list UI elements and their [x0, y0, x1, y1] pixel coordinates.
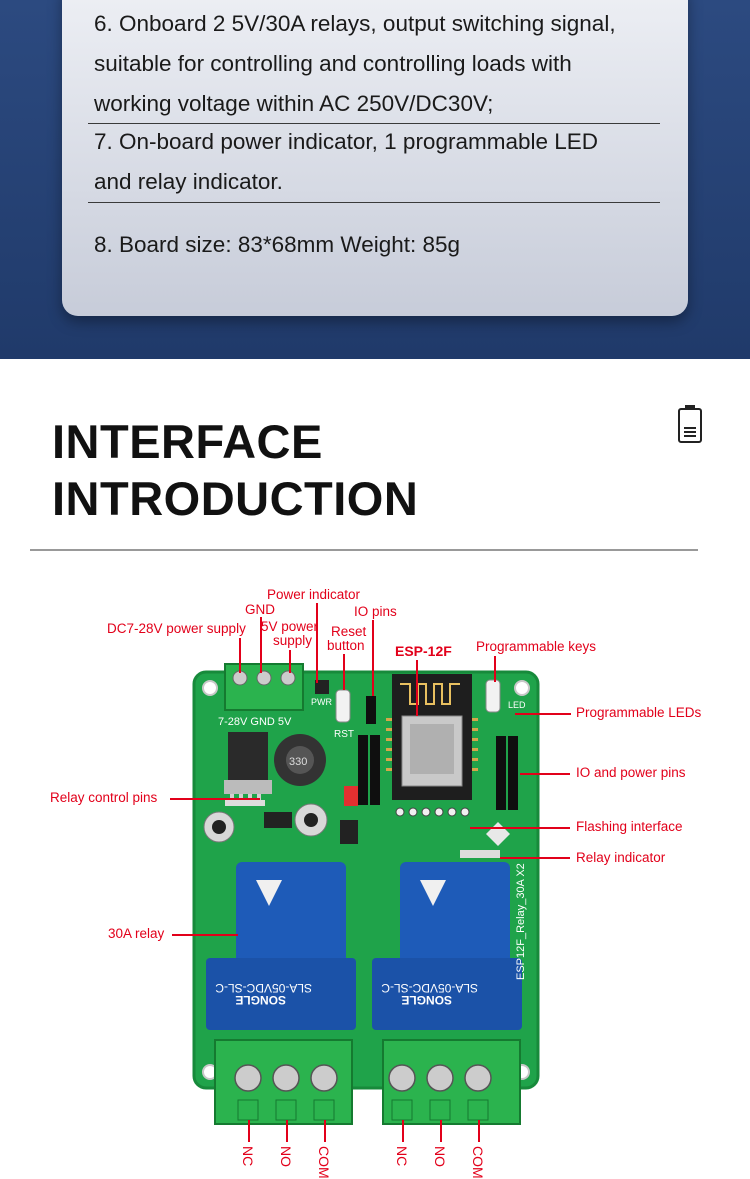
- label-esp12f: ESP-12F: [395, 643, 452, 659]
- divider: [88, 202, 660, 203]
- svg-text:LED: LED: [508, 700, 526, 710]
- svg-text:SONGLE: SONGLE: [235, 993, 286, 1007]
- features-card: [62, 0, 688, 316]
- label-5v-line-1: 5V power: [261, 619, 319, 634]
- feature-6-line-2: suitable for controlling and controlling…: [94, 51, 572, 76]
- label-io-power-pins: IO and power pins: [576, 765, 686, 780]
- label-power-indicator: Power indicator: [267, 587, 361, 602]
- label-terminal-no-1: NO: [278, 1146, 294, 1167]
- callout-line: [260, 617, 262, 673]
- callout-line: [515, 713, 571, 715]
- callout-line: [170, 798, 260, 800]
- label-30a-relay: 30A relay: [108, 926, 165, 941]
- section-title-line-1: INTERFACE: [52, 415, 323, 468]
- label-terminal-nc-1: NC: [240, 1146, 256, 1167]
- label-reset-line-1: Reset: [331, 624, 367, 639]
- label-programmable-leds: Programmable LEDs: [576, 705, 702, 720]
- silk-power: 7-28V GND 5V: [218, 716, 292, 728]
- svg-text:PWR: PWR: [311, 697, 332, 707]
- features-panel: [0, 0, 750, 359]
- label-flashing-interface: Flashing interface: [576, 819, 683, 834]
- svg-text:RST: RST: [334, 729, 354, 740]
- callout-line: [402, 1120, 404, 1142]
- callout-line: [440, 1120, 442, 1142]
- section-divider: [30, 549, 698, 551]
- feature-8: 8. Board size: 83*68mm Weight: 85g: [94, 232, 461, 257]
- svg-text:330: 330: [289, 756, 307, 768]
- feature-6-line-3: working voltage within AC 250V/DC30V;: [94, 91, 494, 116]
- callout-line: [239, 638, 241, 673]
- callout-line: [289, 650, 291, 673]
- callout-line: [172, 934, 238, 936]
- label-terminal-com-1: COM: [316, 1146, 332, 1179]
- callout-line: [520, 773, 570, 775]
- label-reset-line-2: button: [327, 638, 365, 653]
- label-gnd: GND: [245, 602, 275, 617]
- io-header-left: [358, 696, 380, 805]
- feature-7-line-1: 7. On-board power indicator, 1 programma…: [94, 129, 599, 154]
- regulator: [228, 732, 268, 780]
- callout-line: [316, 603, 318, 683]
- divider: [88, 123, 660, 124]
- callout-line: [248, 1120, 250, 1142]
- mounting-hole: [514, 680, 530, 696]
- label-relay-indicator: Relay indicator: [576, 850, 666, 865]
- callout-line: [343, 654, 345, 690]
- callout-line: [372, 620, 374, 696]
- label-5v-line-2: supply: [273, 633, 313, 648]
- label-io-pins: IO pins: [354, 604, 397, 619]
- label-terminal-no-2: NO: [432, 1146, 448, 1167]
- callout-line: [416, 660, 418, 716]
- label-programmable-keys: Programmable keys: [476, 639, 597, 654]
- label-terminal-nc-2: NC: [394, 1146, 410, 1167]
- label-terminal-com-2: COM: [470, 1146, 486, 1179]
- callout-line: [478, 1120, 480, 1142]
- svg-text:ESP12F_Relay_30A X2: ESP12F_Relay_30A X2: [515, 863, 527, 980]
- label-relay-control-pins: Relay control pins: [50, 790, 158, 805]
- mounting-hole: [202, 680, 218, 696]
- program-key: [485, 679, 501, 713]
- battery-document-icon: [678, 405, 702, 443]
- callout-line: [500, 857, 570, 859]
- callout-line: [494, 656, 496, 682]
- section-title-line-2: INTRODUCTION: [52, 472, 419, 525]
- io-header-right: [496, 736, 506, 810]
- callout-line: [324, 1120, 326, 1142]
- callout-line: [470, 827, 570, 829]
- callout-line: [286, 1120, 288, 1142]
- svg-text:SLA-05VDC-SL-C: SLA-05VDC-SL-C: [381, 981, 478, 995]
- label-dc-power-supply: DC7-28V power supply: [107, 621, 246, 636]
- feature-6-line-1: 6. Onboard 2 5V/30A relays, output switc…: [94, 11, 616, 36]
- reset-button: [335, 689, 351, 723]
- feature-7-line-2: and relay indicator.: [94, 169, 283, 194]
- svg-text:SLA-05VDC-SL-C: SLA-05VDC-SL-C: [215, 981, 312, 995]
- svg-text:SONGLE: SONGLE: [401, 993, 452, 1007]
